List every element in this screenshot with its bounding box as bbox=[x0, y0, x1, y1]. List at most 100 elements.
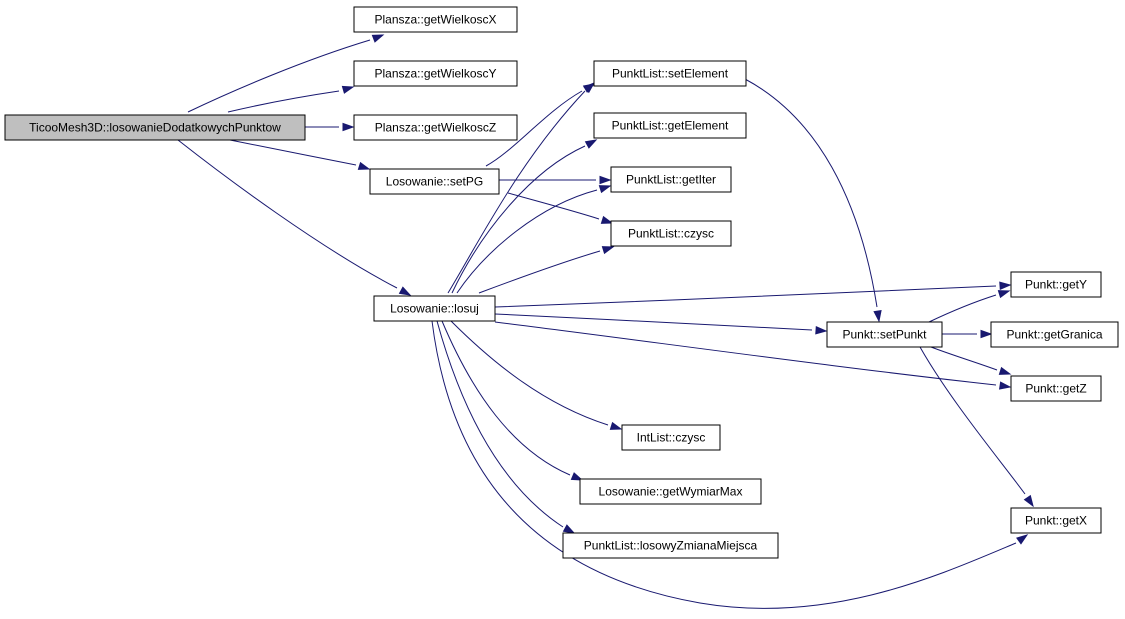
edge-line bbox=[744, 78, 878, 308]
node-label: Punkt::getX bbox=[1025, 514, 1087, 528]
node-box[interactable] bbox=[990, 321, 1119, 348]
edge-arrowhead bbox=[1023, 494, 1034, 508]
node-label: Punkt::setPunkt bbox=[842, 328, 927, 342]
node-box[interactable] bbox=[826, 321, 943, 348]
node-box[interactable] bbox=[610, 220, 732, 247]
edge-arrowhead bbox=[398, 286, 412, 296]
node-losuj[interactable]: Losowanie::losuj bbox=[373, 295, 496, 322]
edge-line bbox=[928, 294, 997, 323]
node-label: PunktList::getIter bbox=[626, 173, 716, 187]
node-box[interactable] bbox=[353, 60, 518, 87]
edge-losuj-to-p_setpunkt bbox=[494, 313, 828, 335]
node-box[interactable] bbox=[369, 168, 500, 195]
node-box[interactable] bbox=[610, 166, 732, 193]
node-p_getx[interactable]: Punkt::getX bbox=[1010, 507, 1102, 534]
edge-line bbox=[494, 321, 997, 386]
node-label: Plansza::getWielkoscY bbox=[374, 67, 496, 81]
edge-arrowhead bbox=[873, 310, 882, 323]
edge-line bbox=[229, 139, 357, 166]
node-pl_setel[interactable]: PunktList::setElement bbox=[593, 60, 747, 87]
edge-pl_setel-to-p_setpunkt bbox=[744, 78, 882, 323]
edge-losuj-to-los_gwm bbox=[441, 320, 584, 481]
node-box[interactable] bbox=[353, 114, 518, 141]
edge-line bbox=[507, 192, 600, 220]
node-label: TicooMesh3D::losowanieDodatkowychPunktow bbox=[29, 121, 281, 135]
node-p_sety[interactable]: Punkt::getY bbox=[1010, 271, 1102, 298]
node-label: Punkt::getY bbox=[1025, 278, 1087, 292]
edge-losuj-to-p_sety bbox=[494, 281, 1012, 308]
edge-line bbox=[485, 90, 583, 167]
node-label: PunktList::getElement bbox=[612, 119, 729, 133]
edge-line bbox=[478, 250, 601, 294]
edge-line bbox=[930, 346, 998, 371]
edge-arrowhead bbox=[598, 185, 612, 194]
edge-arrowhead bbox=[815, 326, 828, 335]
node-box[interactable] bbox=[593, 112, 747, 139]
edge-p_setpunkt-to-p_getgranica bbox=[942, 329, 993, 339]
edge-arrowhead bbox=[371, 34, 385, 43]
node-p_getz[interactable]: Punkt::getZ bbox=[1010, 375, 1102, 402]
edge-line bbox=[919, 346, 1026, 495]
edge-p_setpunkt-to-p_getz bbox=[930, 346, 1012, 375]
node-il_czysc[interactable]: IntList::czysc bbox=[621, 424, 721, 451]
node-box[interactable] bbox=[353, 6, 518, 33]
edge-losuj-to-pl_losowy bbox=[436, 320, 576, 534]
edge-line bbox=[227, 90, 340, 113]
node-box[interactable] bbox=[1010, 507, 1102, 534]
edge-arrowhead bbox=[584, 139, 598, 149]
node-setpg[interactable]: Losowanie::setPG bbox=[369, 168, 500, 195]
node-root[interactable]: TicooMesh3D::losowanieDodatkowychPunktow bbox=[4, 114, 306, 141]
edge-line bbox=[456, 189, 598, 294]
node-label: Punkt::getGranica bbox=[1006, 328, 1102, 342]
node-box[interactable] bbox=[562, 532, 779, 559]
node-box[interactable] bbox=[1010, 271, 1102, 298]
node-label: Losowanie::losuj bbox=[390, 302, 479, 316]
node-label: Plansza::getWielkoscX bbox=[374, 13, 496, 27]
node-label: PunktList::czysc bbox=[628, 227, 714, 241]
node-gwz[interactable]: Plansza::getWielkoscZ bbox=[353, 114, 518, 141]
edge-line bbox=[441, 320, 571, 476]
node-pl_losowy[interactable]: PunktList::losowyZmianaMiejsca bbox=[562, 532, 779, 559]
edge-losuj-to-pl_setel bbox=[447, 81, 596, 294]
edge-losuj-to-pl_getiter bbox=[456, 185, 612, 294]
edge-losuj-to-p_getz bbox=[494, 321, 1012, 390]
edge-line bbox=[177, 139, 398, 289]
edge-arrowhead bbox=[999, 381, 1012, 390]
node-pl_getel[interactable]: PunktList::getElement bbox=[593, 112, 747, 139]
node-gwx[interactable]: Plansza::getWielkoscX bbox=[353, 6, 518, 33]
root-node-box[interactable] bbox=[4, 114, 306, 141]
edge-line bbox=[431, 320, 1017, 609]
edge-arrowhead bbox=[599, 175, 612, 185]
node-p_getgranica[interactable]: Punkt::getGranica bbox=[990, 321, 1119, 348]
node-box[interactable] bbox=[373, 295, 496, 322]
node-gwy[interactable]: Plansza::getWielkoscY bbox=[353, 60, 518, 87]
edge-arrowhead bbox=[570, 472, 584, 481]
edge-arrowhead bbox=[601, 246, 615, 255]
edge-arrowhead bbox=[562, 524, 576, 534]
node-box[interactable] bbox=[621, 424, 721, 451]
node-pl_getiter[interactable]: PunktList::getIter bbox=[610, 166, 732, 193]
node-p_setpunkt[interactable]: Punkt::setPunkt bbox=[826, 321, 943, 348]
edge-line bbox=[494, 313, 813, 331]
edge-line bbox=[436, 320, 564, 528]
node-pl_czysc[interactable]: PunktList::czysc bbox=[610, 220, 732, 247]
edge-arrowhead bbox=[583, 81, 596, 94]
edge-losuj-to-il_czysc bbox=[450, 320, 623, 430]
node-los_gwm[interactable]: Losowanie::getWymiarMax bbox=[579, 478, 762, 505]
node-label: PunktList::setElement bbox=[612, 67, 729, 81]
node-label: Losowanie::getWymiarMax bbox=[599, 485, 743, 499]
edge-p_setpunkt-to-p_getx bbox=[919, 346, 1034, 508]
edge-root-to-gwx bbox=[187, 34, 385, 113]
edge-p_setpunkt-to-p_sety bbox=[928, 290, 1011, 323]
node-label: PunktList::losowyZmianaMiejsca bbox=[584, 539, 758, 553]
edge-arrowhead bbox=[997, 290, 1011, 299]
node-box[interactable] bbox=[579, 478, 762, 505]
edge-arrowhead bbox=[609, 421, 623, 430]
node-box[interactable] bbox=[593, 60, 747, 87]
edge-setpg-to-pl_czysc bbox=[507, 192, 614, 224]
edge-losuj-to-pl_getel bbox=[451, 139, 598, 294]
node-label: Punkt::getZ bbox=[1025, 382, 1086, 396]
node-box[interactable] bbox=[1010, 375, 1102, 402]
edge-arrowhead bbox=[600, 215, 614, 224]
